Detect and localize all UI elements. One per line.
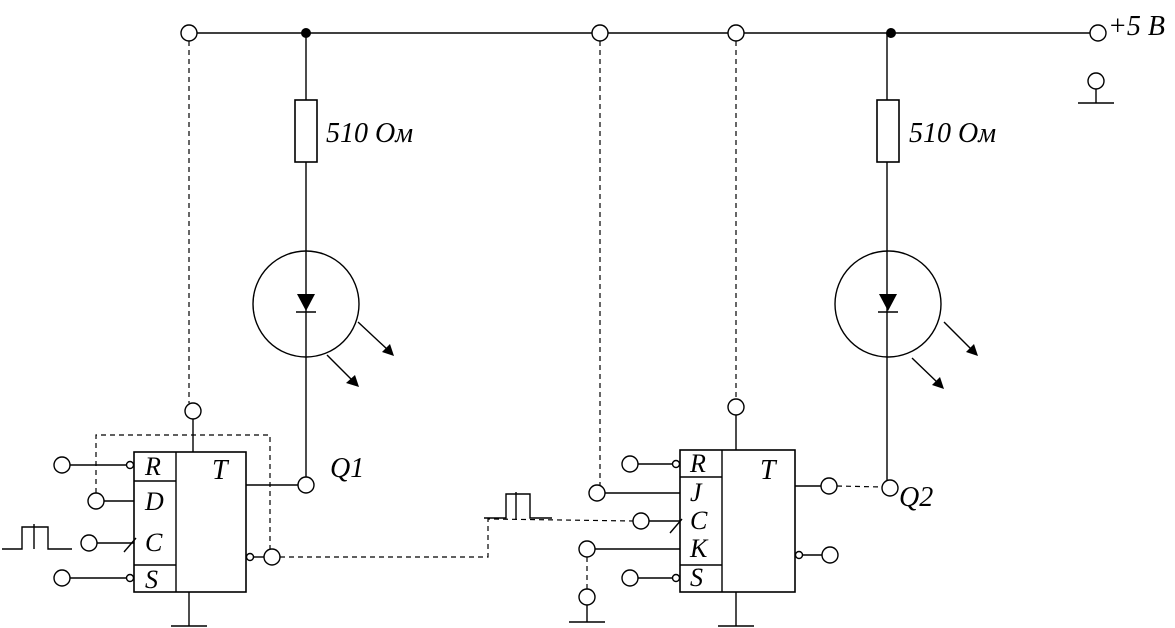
ff2-vcc-terminal[interactable]: [727, 398, 745, 416]
branch-2: 510 Ом: [834, 33, 996, 480]
flip-flop-2: R J C K S T: [484, 398, 933, 627]
ff1-pin-d: D: [144, 487, 164, 516]
jumper-nq-to-clock2: [280, 518, 634, 558]
ff1-output-label: Q1: [330, 453, 364, 484]
ff2-r-terminal[interactable]: [621, 455, 639, 473]
clock-pulse-2: [484, 493, 552, 519]
clock-pulse-1: [2, 526, 72, 550]
ff2-body: [679, 449, 796, 593]
resistor-1-label: 510 Ом: [326, 118, 413, 149]
ff1-c-terminal[interactable]: [80, 534, 98, 552]
ff1-r-terminal[interactable]: [53, 456, 71, 474]
ff2-pin-j: J: [690, 478, 703, 507]
led-2: [834, 250, 978, 389]
ff1-d-terminal[interactable]: [87, 492, 105, 510]
resistor-2-label: 510 Ом: [909, 118, 996, 149]
ff1-type-label: T: [212, 455, 230, 486]
ff2-output-label: Q2: [899, 482, 933, 513]
jumper-d-to-nq: [95, 434, 271, 549]
ff2-pin-s: S: [690, 563, 703, 592]
jumper-q-to-q2: [836, 485, 883, 488]
q2-terminal[interactable]: [881, 479, 899, 497]
ff2-q-terminal[interactable]: [820, 477, 838, 495]
ff1-vcc-terminal[interactable]: [184, 402, 202, 420]
ground-terminal-circle[interactable]: [1087, 72, 1105, 90]
dashed-jumpers: [95, 41, 883, 589]
rail-terminal-1[interactable]: [180, 24, 198, 42]
ff1-q-terminal[interactable]: [297, 476, 315, 494]
supply-label: +5 В: [1108, 11, 1165, 42]
ground-terminal: [1078, 72, 1114, 104]
rail-terminal-2[interactable]: [591, 24, 609, 42]
ff1-s-terminal[interactable]: [53, 569, 71, 587]
flip-flop-1: R D C S T Q1: [2, 402, 364, 627]
ff1-pin-r: R: [144, 452, 161, 481]
ff2-ground-terminal[interactable]: [578, 588, 596, 606]
resistor-1: [294, 99, 318, 163]
led-1: [252, 250, 394, 387]
ff2-type-label: T: [760, 455, 778, 486]
branch-1: 510 Ом: [252, 33, 413, 485]
ff2-s-terminal[interactable]: [621, 569, 639, 587]
ff1-pin-s: S: [145, 565, 158, 594]
rail-terminal-3[interactable]: [727, 24, 745, 42]
ff2-pin-c: C: [690, 506, 708, 535]
ff2-nq-terminal[interactable]: [821, 546, 839, 564]
resistor-2: [876, 99, 900, 163]
ff2-pin-r: R: [689, 449, 706, 478]
ff1-body: [133, 451, 247, 593]
supply-rail: +5 В: [180, 11, 1165, 42]
supply-terminal[interactable]: [1089, 24, 1107, 42]
ff2-j-terminal[interactable]: [588, 484, 606, 502]
ff2-c-terminal[interactable]: [632, 512, 650, 530]
ff2-pin-k: K: [689, 534, 709, 563]
rail-node-2: [886, 28, 896, 38]
ff1-pin-c: C: [145, 528, 163, 557]
ff2-k-terminal[interactable]: [578, 540, 596, 558]
ff1-nq-terminal[interactable]: [263, 548, 281, 566]
